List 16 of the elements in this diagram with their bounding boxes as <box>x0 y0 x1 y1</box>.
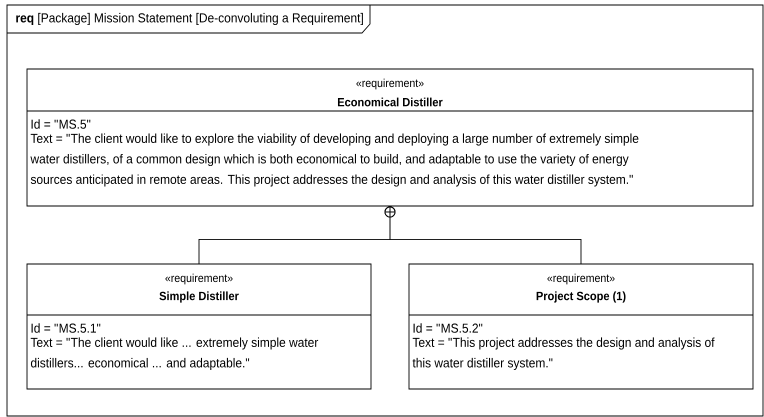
stereotype-label: «requirement» <box>547 274 615 284</box>
requirement-box <box>26 68 754 206</box>
requirement-name: Project Scope (1) <box>536 291 626 303</box>
id-line: Id = "MS.5.2" <box>414 323 482 333</box>
containment-line <box>384 206 582 264</box>
requirement-text: Text = "The client would like ... extremely simple water distillers... economical ... and adaptable." <box>30 337 318 370</box>
requirement-name: Economical Distiller <box>338 98 443 106</box>
id-line: Id = "MS.5.1" <box>32 323 100 333</box>
requirement-box <box>26 264 372 390</box>
stereotype-label: «requirement» <box>356 78 424 90</box>
stereotype-label: «requirement» <box>165 274 233 284</box>
id-line: Id = "MS.5" <box>32 119 90 129</box>
requirement-box <box>408 264 754 390</box>
requirement-text: Text = "The client would like to explore the viability of developing and deploying a large number of extremely simple water distillers, of a common design which is both economical to build, and adaptable to use the variety of energy sources anticipated in remote areas. This project addresses the design and analysis of this water distiller system." <box>30 133 638 187</box>
requirement-text: Text = "This project addresses the design and analysis of this water distiller system." <box>412 337 715 370</box>
requirement-name: Simple Distiller <box>159 291 239 303</box>
